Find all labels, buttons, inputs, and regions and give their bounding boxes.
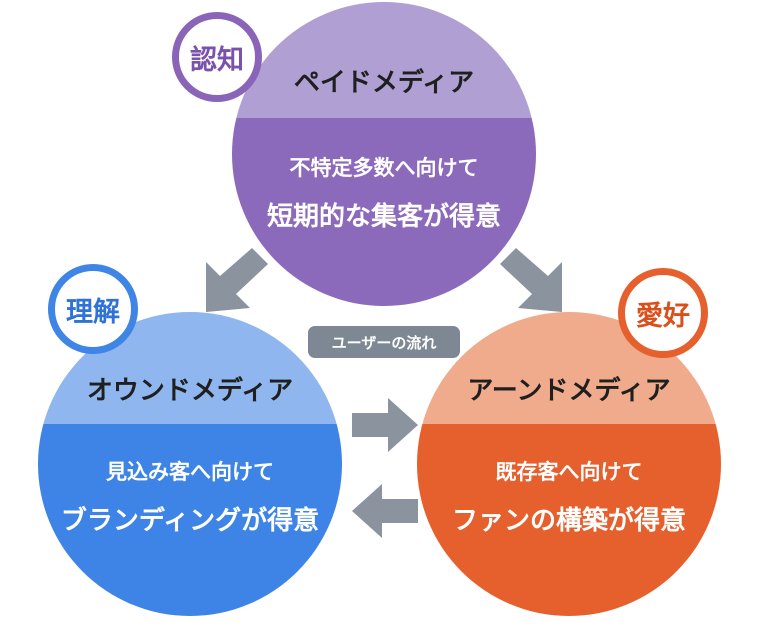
paid-media-target: 不特定多数へ向けて (289, 156, 479, 180)
paid-media-circle: ペイドメディア 不特定多数へ向けて 短期的な集客が得意 (232, 2, 536, 306)
user-flow-label: ユーザーの流れ (308, 326, 460, 358)
owned-media-description: 見込み客へ向けて ブランディングが得意 (38, 424, 342, 616)
paid-media-title: ペイドメディア (232, 2, 536, 118)
arrow-earned-to-owned-icon (352, 484, 418, 538)
understanding-badge: 理解 (48, 264, 138, 354)
earned-media-title: アーンドメディア (417, 312, 721, 424)
paid-media-strength: 短期的な集客が得意 (266, 202, 501, 232)
affinity-badge: 愛好 (618, 268, 708, 358)
owned-media-circle: オウンドメディア 見込み客へ向けて ブランディングが得意 (38, 312, 342, 616)
earned-media-target: 既存客へ向けて (495, 460, 643, 484)
arrow-paid-to-owned-icon (206, 248, 268, 312)
owned-media-title: オウンドメディア (38, 312, 342, 424)
earned-media-strength: ファンの構築が得意 (451, 506, 686, 536)
earned-media-circle: アーンドメディア 既存客へ向けて ファンの構築が得意 (417, 312, 721, 616)
arrow-owned-to-earned-icon (352, 398, 418, 452)
arrow-paid-to-earned-icon (500, 248, 562, 312)
owned-media-target: 見込み客へ向けて (106, 460, 274, 484)
owned-media-strength: ブランディングが得意 (60, 506, 320, 536)
awareness-badge: 認知 (172, 12, 262, 102)
paid-media-description: 不特定多数へ向けて 短期的な集客が得意 (232, 118, 536, 306)
earned-media-description: 既存客へ向けて ファンの構築が得意 (417, 424, 721, 616)
